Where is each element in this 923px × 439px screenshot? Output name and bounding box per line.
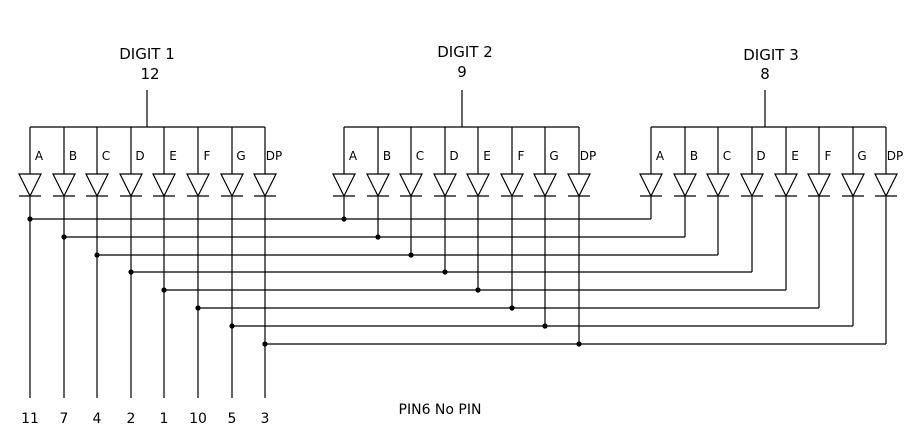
digit-3-segment-label-a: A xyxy=(656,149,665,163)
digit-3-segment-label-dp: DP xyxy=(887,149,903,163)
digit-2-segment-label-c: C xyxy=(416,149,424,163)
digit-3-segment-label-c: C xyxy=(723,149,731,163)
digit-3-segment-label-g: G xyxy=(857,149,866,163)
junction-dot-c-digit-1 xyxy=(94,252,100,258)
digit-2-b-diode xyxy=(366,173,390,198)
digit-2-segment-label-dp: DP xyxy=(580,149,596,163)
digit-1-pin: 12 xyxy=(140,65,159,83)
digit-3-b-diode xyxy=(673,173,697,198)
pin-number-a: 11 xyxy=(21,411,39,427)
digit-1-dp-diode xyxy=(253,173,277,198)
digit-3-segment-label-d: D xyxy=(756,149,765,163)
digit-2-g-diode xyxy=(533,173,557,198)
junction-dot-e-digit-1 xyxy=(161,287,167,293)
digit-2-a-diode xyxy=(332,173,356,198)
digit-1-segment-label-a: A xyxy=(35,149,44,163)
digit-1-segment-label-b: B xyxy=(69,149,77,163)
pin-number-d: 2 xyxy=(127,411,136,427)
digit-3-segment-label-b: B xyxy=(690,149,698,163)
digit-3-g-diode xyxy=(841,173,865,198)
digit-1-e-diode xyxy=(152,173,176,198)
pin-labels: 11 7 4 2 1 10 5 3 xyxy=(21,411,269,427)
digit-1-f-diode xyxy=(186,173,210,198)
digit-2-c-diode xyxy=(399,173,423,198)
digit-1-title: DIGIT 1 xyxy=(119,45,175,63)
digit-3-d-diode xyxy=(740,173,764,198)
digit-1-a-diode xyxy=(18,173,42,198)
digit-1-c-diode xyxy=(85,173,109,198)
pin-number-b: 7 xyxy=(60,411,69,427)
digit-3-segment-label-e: E xyxy=(791,149,799,163)
pin-number-c: 4 xyxy=(93,411,102,427)
digit-1-segment-label-c: C xyxy=(102,149,110,163)
digit-2-segment-label-d: D xyxy=(449,149,458,163)
digit-3-e-diode xyxy=(774,173,798,198)
digit-1-segment-label-dp: DP xyxy=(266,149,282,163)
junction-dot-g-digit-2 xyxy=(542,323,548,329)
digit-2-pin: 9 xyxy=(457,63,467,81)
junction-dot-a-digit-2 xyxy=(341,216,347,222)
digit-1-segment-label-f: F xyxy=(204,149,211,163)
digit-3-f-diode xyxy=(807,173,831,198)
digit-2-d-diode xyxy=(433,173,457,198)
digit-3-title: DIGIT 3 xyxy=(743,46,799,64)
digit-2-segment-label-e: E xyxy=(483,149,491,163)
junction-dot-b-digit-1 xyxy=(61,234,67,240)
segment-labels: A B C D E F G DP A B C D E F G DP A B C D E F G DP xyxy=(35,149,903,163)
digit-2-dp-diode xyxy=(567,173,591,198)
digit-2-segment-label-b: B xyxy=(383,149,391,163)
junction-dot-a-digit-1 xyxy=(27,216,33,222)
digit-1-segment-label-g: G xyxy=(236,149,245,163)
digit-2-title: DIGIT 2 xyxy=(437,43,493,61)
junction-dot-dp-digit-1 xyxy=(262,341,268,347)
digit-1-g-diode xyxy=(220,173,244,198)
digit-3-c-diode xyxy=(706,173,730,198)
pin-number-dp: 3 xyxy=(261,411,270,427)
digit-1-segment-label-d: D xyxy=(135,149,144,163)
digit-3-dp-diode xyxy=(874,173,898,198)
digit-labels: DIGIT 1 12 DIGIT 2 9 DIGIT 3 8 xyxy=(119,43,799,83)
digit-2-segment-label-f: F xyxy=(518,149,525,163)
junction-dot-b-digit-2 xyxy=(375,234,381,240)
junction-dot-dp-digit-2 xyxy=(576,341,582,347)
junction-dot-d-digit-1 xyxy=(128,269,134,275)
digit-1-b-diode xyxy=(52,173,76,198)
junction-dot-d-digit-2 xyxy=(442,269,448,275)
digit-2-segment-label-a: A xyxy=(349,149,358,163)
junction-dot-f-digit-2 xyxy=(509,305,515,311)
no-pin-note: PIN6 No PIN xyxy=(399,402,482,418)
digit-1-d-diode xyxy=(119,173,143,198)
pin-number-g: 5 xyxy=(228,411,237,427)
junction-dot-g-digit-1 xyxy=(229,323,235,329)
pin-number-e: 1 xyxy=(160,411,169,427)
junction-dot-f-digit-1 xyxy=(195,305,201,311)
junction-dot-c-digit-2 xyxy=(408,252,414,258)
wires xyxy=(27,90,887,398)
digit-2-segment-label-g: G xyxy=(549,149,558,163)
digit-2-e-diode xyxy=(466,173,490,198)
digit-2-f-diode xyxy=(500,173,524,198)
digit-3-a-diode xyxy=(639,173,663,198)
diodes xyxy=(18,173,898,198)
pin-number-f: 10 xyxy=(189,411,207,427)
digit-3-pin: 8 xyxy=(760,65,770,83)
digit-3-segment-label-f: F xyxy=(825,149,832,163)
junction-dot-e-digit-2 xyxy=(475,287,481,293)
digit-1-segment-label-e: E xyxy=(169,149,177,163)
